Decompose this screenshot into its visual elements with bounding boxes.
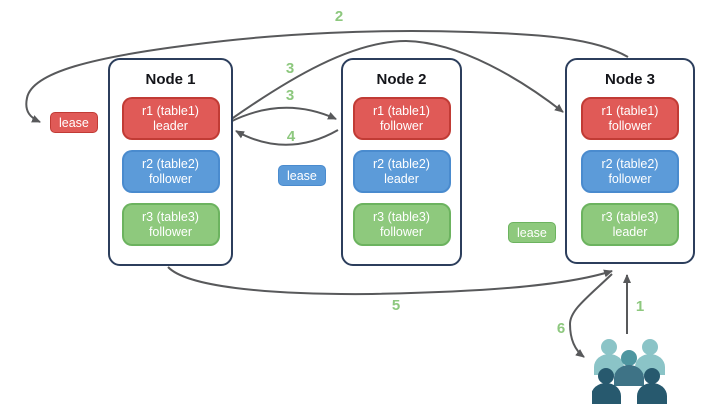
- replica-name: r3 (table3): [142, 209, 199, 224]
- replica-role: follower: [608, 118, 652, 133]
- replica-name: r2 (table2): [142, 156, 199, 171]
- replica-role: follower: [608, 171, 652, 186]
- node1-replica-r1: r1 (table1) leader: [121, 97, 220, 140]
- replica-name: r2 (table2): [373, 156, 430, 171]
- arrow-step5-node1-to-node3: [167, 266, 613, 296]
- replica-name: r2 (table2): [601, 156, 659, 171]
- replica-name: r3 (table3): [373, 209, 430, 224]
- node3-replica-r1: r1 (table1) follower: [581, 97, 679, 140]
- replica-name: r3 (table3): [601, 209, 659, 224]
- lease-badge-table2: lease: [278, 165, 326, 186]
- replica-role: follower: [148, 171, 193, 186]
- users-front-row: [592, 368, 667, 404]
- replica-role: follower: [379, 224, 424, 239]
- node2-replica-r1: r1 (table1) follower: [352, 97, 451, 140]
- replica-role: leader: [612, 224, 648, 239]
- step-label-6: 6: [556, 320, 566, 337]
- users-middle-person: [614, 350, 644, 386]
- replica-role: leader: [153, 118, 188, 133]
- node-3-card: Node 3 r1 (table1) follower r2 (table2) …: [565, 58, 695, 264]
- arrow-step3-node1-to-node2: [229, 106, 337, 123]
- node-1-card: Node 1 r1 (table1) leader r2 (table2) fo…: [108, 58, 233, 266]
- node1-replica-r2: r2 (table2) follower: [121, 150, 220, 193]
- replica-name: r1 (table1): [373, 103, 430, 118]
- node-title: Node 1: [145, 71, 196, 88]
- step-label-3b: 3: [285, 87, 295, 104]
- node1-replica-r3: r3 (table3) follower: [121, 203, 220, 246]
- replica-role: leader: [384, 171, 419, 186]
- replica-role: follower: [379, 118, 424, 133]
- replica-name: r1 (table1): [601, 103, 659, 118]
- step-label-4: 4: [286, 128, 296, 145]
- step-label-3a: 3: [285, 60, 295, 77]
- lease-badge-table1: lease: [50, 112, 98, 133]
- node2-replica-r3: r3 (table3) follower: [352, 203, 451, 246]
- replica-name: r1 (table1): [142, 103, 199, 118]
- node-title: Node 2: [376, 71, 427, 88]
- step-label-5: 5: [391, 297, 401, 314]
- node3-replica-r2: r2 (table2) follower: [581, 150, 679, 193]
- node2-replica-r2: r2 (table2) leader: [352, 150, 451, 193]
- lease-badge-table3: lease: [508, 222, 556, 243]
- node3-replica-r3: r3 (table3) leader: [581, 203, 679, 246]
- node-2-card: Node 2 r1 (table1) follower r2 (table2) …: [341, 58, 462, 266]
- node-title: Node 3: [604, 71, 655, 88]
- users-group-icon: [592, 339, 667, 404]
- replica-role: follower: [148, 224, 193, 239]
- step-label-2: 2: [334, 8, 344, 25]
- step-label-1: 1: [635, 298, 645, 315]
